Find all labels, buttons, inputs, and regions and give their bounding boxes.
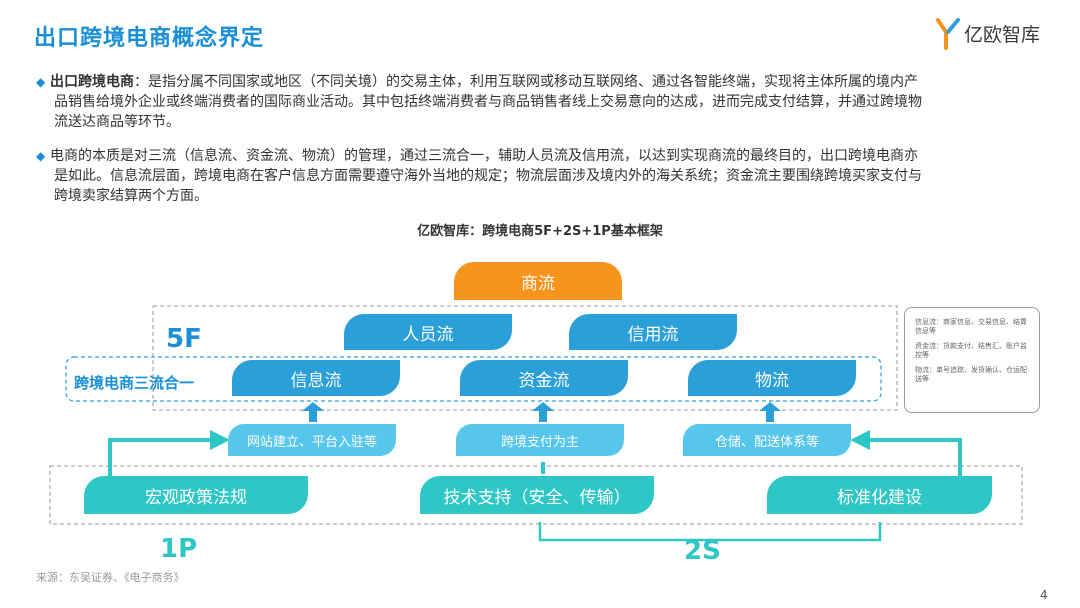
diamond-icon: ◆ — [36, 75, 46, 89]
bullet-1: ◆ 出口跨境电商：是指分属不同国家或地区（不同关境）的交易主体，利用互联网或移动互… — [36, 72, 1046, 132]
diagram-title: 亿欧智库：跨境电商5F+2S+1P基本框架 — [417, 224, 663, 239]
arrow-up-2 — [532, 402, 554, 422]
notes-box: 信息流：商家信息、交易信息、结算信息等 资金流：货款支付、结售汇、账户监控等 物… — [904, 307, 1040, 413]
frame-bottom — [49, 465, 1023, 525]
arrow-up-1 — [302, 402, 324, 422]
tab-personnel-flow: 人员流 — [344, 314, 512, 350]
bullet-1-text: ：是指分属不同国家或地区（不同关境）的交易主体，利用互联网或移动互联网络、通过各… — [134, 74, 918, 90]
tab-macro-policy: 宏观政策法规 — [84, 476, 308, 514]
bracket-2s — [538, 522, 882, 542]
tab-capital-flow: 资金流 — [460, 360, 628, 396]
page-number: 4 — [1040, 588, 1048, 602]
tab-warehouse-delivery: 仓储、配送体系等 — [683, 424, 851, 456]
frame-5f — [152, 305, 898, 411]
tab-cross-border-payment: 跨境支付为主 — [456, 424, 624, 456]
diamond-icon: ◆ — [36, 149, 46, 163]
connector-left — [108, 438, 212, 478]
logo-text: 亿欧智库 — [964, 24, 1041, 46]
tab-standardization: 标准化建设 — [767, 476, 992, 514]
bullet-1-line-3: 流送达商品等环节。 — [54, 114, 180, 130]
note-information-flow: 信息流：商家信息、交易信息、结算信息等 — [915, 318, 1027, 335]
tab-technical-support: 技术支持（安全、传输） — [420, 476, 654, 514]
logo: 亿欧智库 — [936, 16, 1056, 52]
frame-three-flows — [65, 356, 882, 402]
tab-credit-flow: 信用流 — [569, 314, 737, 350]
bullet-2-line-2: 是如此。信息流层面，跨境电商在客户信息方面需要遵守海外当地的规定；物流层面涉及境… — [54, 168, 922, 184]
tab-logistics-flow: 物流 — [688, 360, 856, 396]
tab-commerce-flow: 商流 — [454, 262, 622, 300]
label-1p: 1P — [160, 534, 198, 564]
tab-information-flow: 信息流 — [232, 360, 400, 396]
bullet-1-line-2: 品销售给境外企业或终端消费者的国际商业活动。其中包括终端消费者与商品销售者线上交… — [54, 94, 922, 110]
bullet-2-line-3: 跨境卖家结算两个方面。 — [54, 188, 208, 204]
label-2s: 2S — [684, 536, 721, 566]
tab-website-platform: 网站建立、平台入驻等 — [228, 424, 396, 456]
connector-right — [868, 438, 962, 478]
note-capital-flow: 资金流：货款支付、结售汇、账户监控等 — [915, 342, 1027, 359]
bullet-1-bold: 出口跨境电商 — [50, 74, 134, 90]
label-three-flows: 跨境电商三流合一 — [74, 374, 195, 392]
logo-icon — [936, 18, 960, 50]
label-5f: 5F — [166, 324, 202, 354]
arrow-up-3 — [759, 402, 781, 422]
page-title: 出口跨境电商概念界定 — [34, 26, 265, 51]
bullet-2: ◆ 电商的本质是对三流（信息流、资金流、物流）的管理，通过三流合一，辅助人员流及信… — [36, 146, 1046, 206]
note-logistics-flow: 物流：单号追踪、发货确认、仓运配送等 — [915, 366, 1027, 383]
source-note: 来源：东吴证券、《电子商务》 — [36, 571, 185, 584]
bullet-2-text: 电商的本质是对三流（信息流、资金流、物流）的管理，通过三流合一，辅助人员流及信用… — [50, 148, 918, 164]
